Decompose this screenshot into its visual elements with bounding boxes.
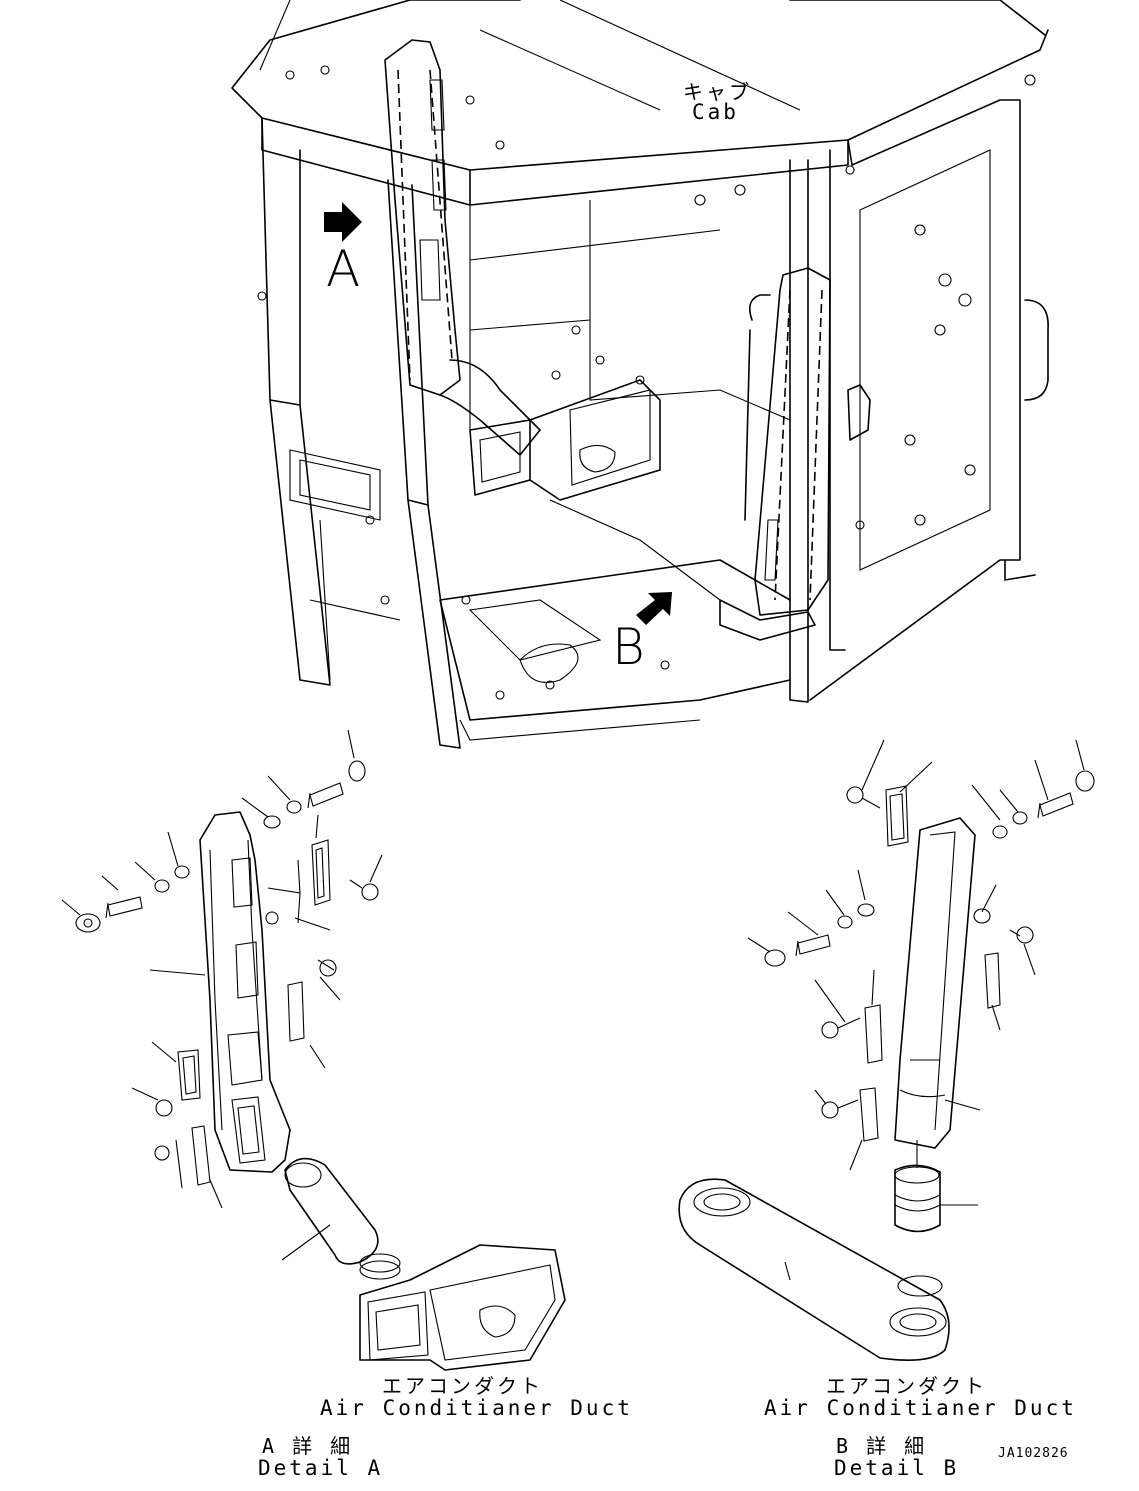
- view-marker-a: A: [326, 240, 361, 298]
- detail-b-duct-en: Air Conditianer Duct: [764, 1396, 1077, 1420]
- detail-b-title-en: Detail B: [834, 1456, 960, 1480]
- detail-a-duct-ja: エアコンダクト: [382, 1374, 543, 1398]
- arrow-b-icon: [636, 592, 672, 625]
- view-marker-b: B: [612, 618, 645, 676]
- cab-label-ja: キャブ: [683, 80, 752, 104]
- cab-label-en: Cab: [692, 100, 739, 124]
- detail-b-title-ja: B 詳 細: [836, 1434, 928, 1458]
- detail-b-duct-ja: エアコンダクト: [826, 1374, 987, 1398]
- detail-a-title-ja: A 詳 細: [262, 1434, 354, 1458]
- detail-b-exploded: [679, 740, 1094, 1360]
- drawing-code: JA102826: [998, 1446, 1069, 1461]
- detail-a-title-en: Detail A: [258, 1456, 384, 1480]
- arrow-a-icon: [324, 202, 362, 242]
- detail-a-exploded: [62, 730, 565, 1370]
- detail-a-duct-en: Air Conditianer Duct: [320, 1396, 633, 1420]
- cab-frame: [232, 0, 1048, 748]
